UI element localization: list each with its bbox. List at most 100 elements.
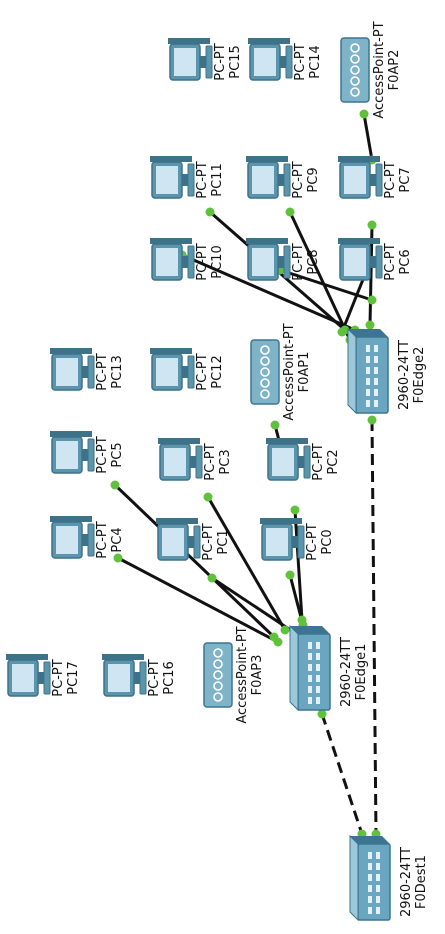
pc-stand <box>298 456 304 468</box>
switch-port <box>376 896 380 903</box>
access-point-body <box>250 339 280 405</box>
device-type-label: PC-PT <box>147 659 162 696</box>
switch-port <box>308 642 312 649</box>
device-type-label: PC-PT <box>95 436 110 473</box>
pc-icon <box>168 38 213 81</box>
pc-icon <box>50 431 95 474</box>
pc-stand <box>134 672 140 684</box>
switch-side <box>348 329 388 337</box>
pc-stand <box>82 366 88 378</box>
device-name-label: F0Edge1 <box>354 644 369 701</box>
switch-port <box>308 675 312 682</box>
pc-icon <box>246 238 291 281</box>
device-name-label: PC1 <box>216 529 231 554</box>
pc-screen <box>156 358 178 386</box>
pc-screen <box>12 664 34 692</box>
access-point-antenna-ring <box>350 76 360 86</box>
device-type-label: PC-PT <box>95 521 110 558</box>
pc-tower <box>168 38 210 44</box>
pc-screen <box>344 248 366 276</box>
switch-icon <box>347 327 389 415</box>
link-pc10-edge2[interactable] <box>181 253 356 332</box>
switch-port <box>374 345 378 352</box>
link-endpoint-pc5-edge1-start <box>110 480 120 490</box>
link-endpoint-pc1-edge1-start <box>207 573 217 583</box>
access-point-antenna-ring <box>213 648 223 658</box>
pc-icon <box>6 654 51 697</box>
link-pc5-edge1[interactable] <box>113 483 276 639</box>
access-point-antenna-ring <box>260 356 270 366</box>
link-pc3-edge1[interactable] <box>206 496 287 631</box>
switch-side <box>350 836 390 844</box>
pc-keyboard <box>87 355 95 389</box>
pc-tower <box>150 238 192 244</box>
access-point-icon <box>250 339 280 405</box>
pc-keyboard <box>283 245 291 279</box>
link-pc4-edge1[interactable] <box>117 556 279 644</box>
link-endpoint-pc11-edge2-start <box>205 207 215 217</box>
pc-icon <box>50 516 95 559</box>
access-point-antenna-ring <box>260 367 270 377</box>
link-ap2-pc7[interactable] <box>362 113 374 161</box>
access-point-antenna-ring <box>260 389 270 399</box>
switch-side <box>290 626 330 634</box>
device-name-label: PC12 <box>210 355 225 388</box>
link-endpoint-pc4-edge1-end <box>273 637 283 647</box>
device-name-label: PC9 <box>306 167 321 192</box>
device-type-label: PC-PT <box>195 161 210 198</box>
switch-port <box>316 697 320 704</box>
access-point-antenna-ring <box>350 54 360 64</box>
pc-tower <box>6 654 48 660</box>
pc-stand <box>182 366 188 378</box>
switch-port <box>376 885 380 892</box>
pc-keyboard <box>375 163 383 197</box>
pc-icon <box>266 438 311 481</box>
device-type-label: PC-PT <box>311 443 326 480</box>
switch-port <box>368 885 372 892</box>
device-name-label: F0AP3 <box>250 655 265 696</box>
switch-port <box>368 852 372 859</box>
dashed-link-edge1-dest1[interactable] <box>320 713 364 835</box>
device-type-label: PC-PT <box>305 523 320 560</box>
switch-port <box>376 852 380 859</box>
link-pc1-edge1[interactable] <box>211 576 299 637</box>
dashed-link-edge2-dest1[interactable] <box>370 419 378 835</box>
device-name-label: PC13 <box>110 355 125 388</box>
switch-port <box>366 378 370 385</box>
switch-port <box>376 863 380 870</box>
access-point-antenna-ring <box>350 87 360 97</box>
device-name-label: F0Dest1 <box>414 855 429 909</box>
device-name-label: PC3 <box>218 449 233 474</box>
link-pc2-edge1[interactable] <box>293 509 304 621</box>
pc-screen <box>164 448 186 476</box>
pc-keyboard <box>139 661 147 695</box>
link-pc9-edge2[interactable] <box>288 211 352 341</box>
pc-tower <box>150 348 192 354</box>
device-type-label: PC-PT <box>95 353 110 390</box>
